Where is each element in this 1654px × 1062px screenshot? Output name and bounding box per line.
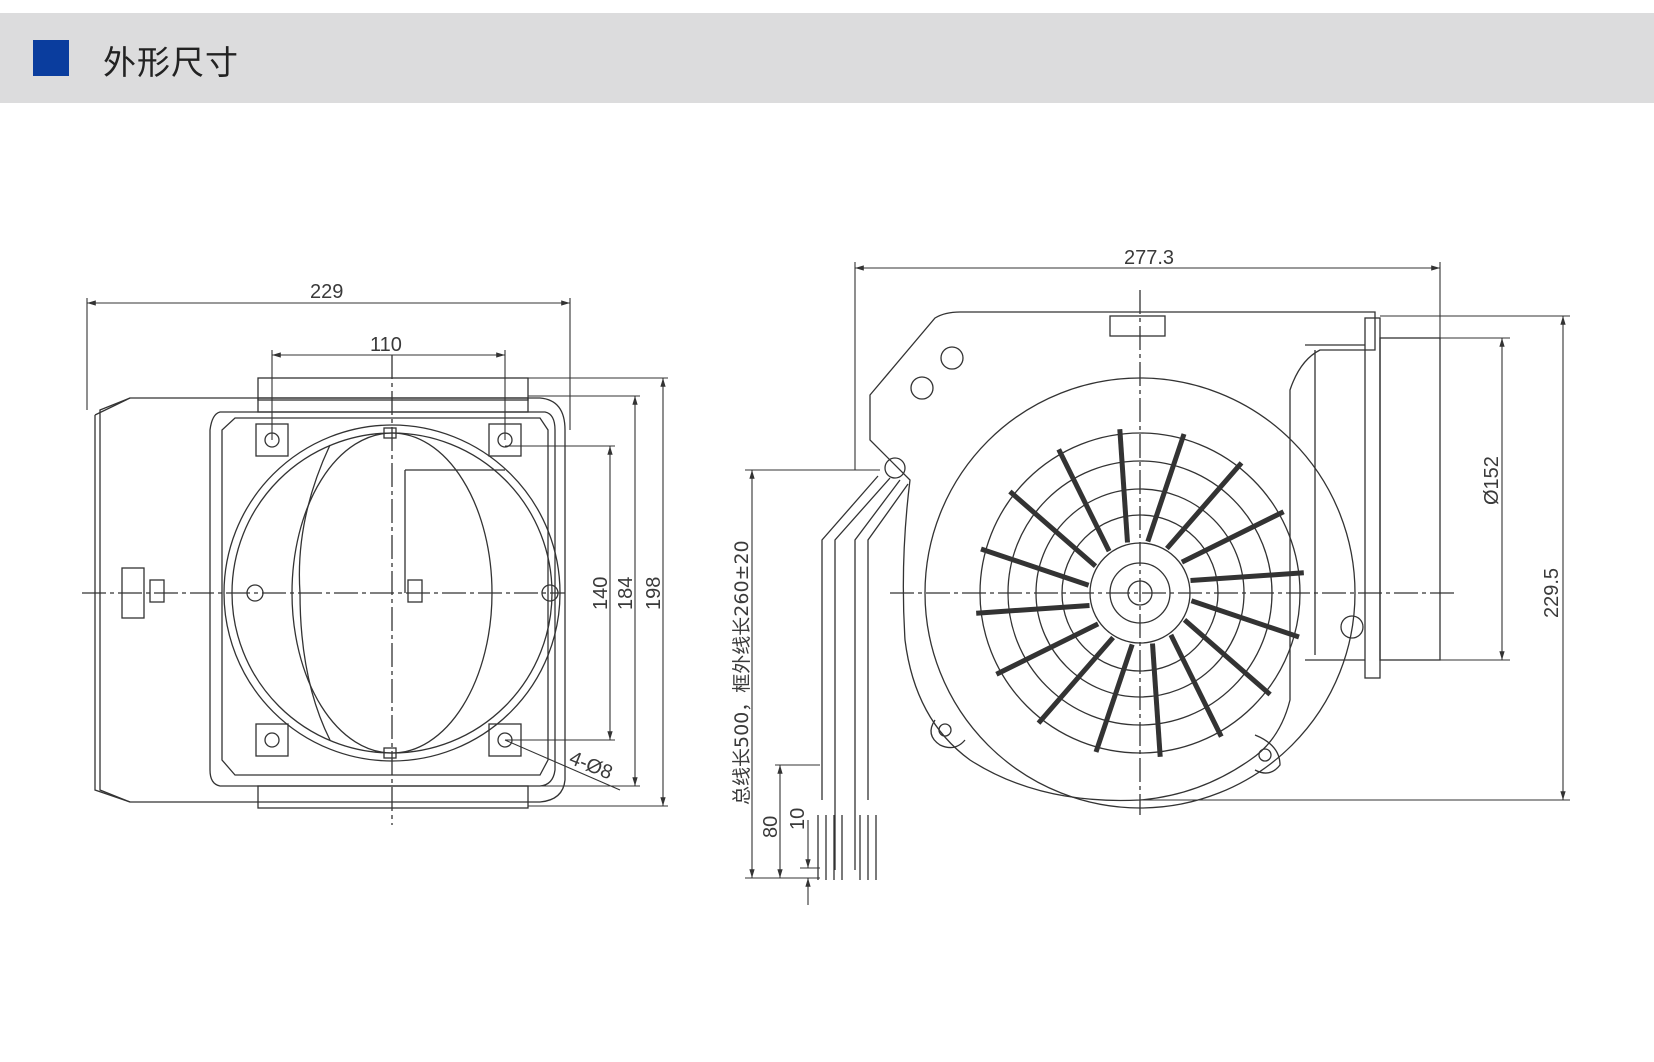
- side-scroll-housing: [869, 311, 1376, 802]
- impeller-spoke: [995, 621, 1100, 677]
- dim-label-10: 10: [787, 808, 809, 830]
- impeller-spoke: [1008, 489, 1098, 568]
- impeller-spoke: [1168, 633, 1224, 738]
- front-hole-pad-bl: [255, 723, 289, 757]
- front-top-tab: [383, 427, 397, 439]
- dim-label-110: 110: [370, 334, 402, 356]
- front-view: [82, 355, 566, 825]
- front-top-flange: [257, 377, 529, 401]
- dim-label-198: 198: [643, 577, 665, 610]
- front-flange-outline: [221, 417, 549, 776]
- side-detail-hole-2: [910, 376, 934, 400]
- section-header: 外形尺寸: [0, 13, 1654, 103]
- side-cable-3: [821, 475, 879, 800]
- cable-length-note: 总线长500，框外线长260±20: [731, 540, 753, 805]
- dim-label-229-5: 229.5: [1541, 568, 1563, 618]
- impeller-spoke: [1145, 433, 1187, 543]
- side-detail-hole-1: [940, 346, 964, 370]
- dim-label-277: 277.3: [1124, 247, 1174, 269]
- impeller-spoke: [1165, 461, 1244, 551]
- section-title: 外形尺寸: [103, 43, 239, 82]
- side-cable-grommet: [884, 457, 906, 479]
- side-top-tab: [1109, 315, 1166, 337]
- side-cable-4: [867, 483, 909, 800]
- impeller-spoke: [1150, 643, 1163, 757]
- impeller-spoke: [1190, 598, 1300, 640]
- impeller-spoke: [1180, 509, 1285, 565]
- side-outlet-duct: [1379, 337, 1441, 661]
- side-bottom-ear-right: [1254, 734, 1281, 774]
- front-bottom-tab: [383, 747, 397, 759]
- dim-label-152: Ø152: [1481, 456, 1503, 505]
- dim-label-holes: 4-Ø8: [566, 747, 615, 784]
- side-cable-2: [854, 479, 901, 870]
- front-motor-block: [94, 397, 131, 803]
- front-housing-outline: [99, 397, 566, 803]
- impeller-spoke: [1182, 618, 1272, 697]
- impeller-spoke: [1093, 643, 1135, 753]
- dim-label-140: 140: [590, 577, 612, 610]
- front-top-flange-base: [257, 397, 529, 413]
- side-impeller-spokes: [976, 429, 1304, 757]
- side-bottom-ear-left: [930, 719, 966, 749]
- dim-label-80: 80: [760, 816, 782, 838]
- impeller-spoke: [1117, 429, 1130, 543]
- impeller-spoke: [1190, 570, 1304, 583]
- impeller-spoke: [976, 603, 1090, 616]
- front-side-clip-left-2: [149, 579, 165, 603]
- front-inner-frame: [209, 411, 556, 787]
- front-bottom-flange: [257, 785, 529, 809]
- impeller-spoke: [1056, 448, 1112, 553]
- impeller-spoke: [980, 546, 1090, 588]
- side-outlet-inner: [1305, 344, 1365, 661]
- side-dimensions: [745, 262, 1570, 905]
- side-outlet-flange: [1364, 317, 1381, 679]
- front-center-tab: [407, 579, 423, 603]
- impeller-spoke: [1036, 635, 1115, 725]
- header-accent-square: [33, 40, 69, 76]
- side-ear-hole-right: [1258, 748, 1272, 762]
- front-mount-hole-bl: [264, 732, 280, 748]
- side-cable-1: [834, 477, 891, 870]
- side-right-knob: [1340, 615, 1364, 639]
- dim-leader-holes: [504, 739, 621, 791]
- front-dimensions: [86, 298, 668, 807]
- dim-label-229: 229: [310, 281, 343, 303]
- side-cable-ends: [817, 815, 877, 880]
- side-view: [817, 290, 1455, 880]
- side-ear-hole-left: [938, 723, 952, 737]
- dim-label-184: 184: [615, 577, 637, 610]
